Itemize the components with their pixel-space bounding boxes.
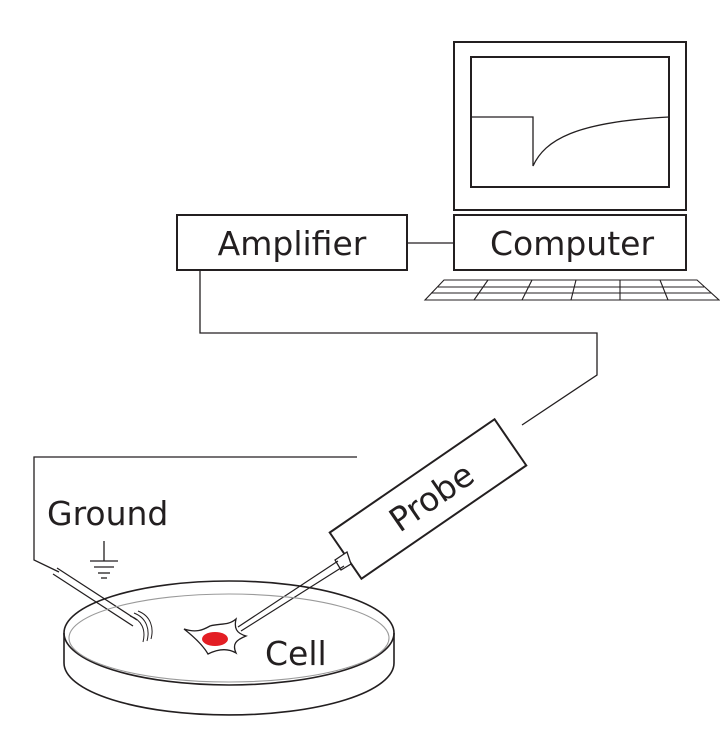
ground-electrode: [52, 567, 153, 643]
ground-symbol-icon: [90, 541, 118, 579]
keyboard-icon: [423, 279, 720, 301]
cell: [183, 617, 248, 655]
amplifier-box: Amplifier: [176, 214, 408, 271]
amplifier-label: Amplifier: [218, 224, 367, 263]
probe-electrode: [237, 550, 352, 632]
ground-wire: [33, 456, 357, 573]
probe-label: Probe: [382, 455, 481, 540]
computer-box: Computer: [453, 214, 687, 271]
computer-monitor: [453, 41, 687, 211]
petri-dish: [63, 580, 395, 716]
monitor-trace: [471, 116, 670, 167]
ground-label: Ground: [47, 494, 168, 533]
amplifier-probe-wire: [199, 270, 598, 426]
cell-nucleus: [202, 632, 228, 646]
computer-label: Computer: [490, 224, 654, 263]
probe: Probe: [328, 417, 528, 581]
cell-label: Cell: [265, 634, 327, 673]
